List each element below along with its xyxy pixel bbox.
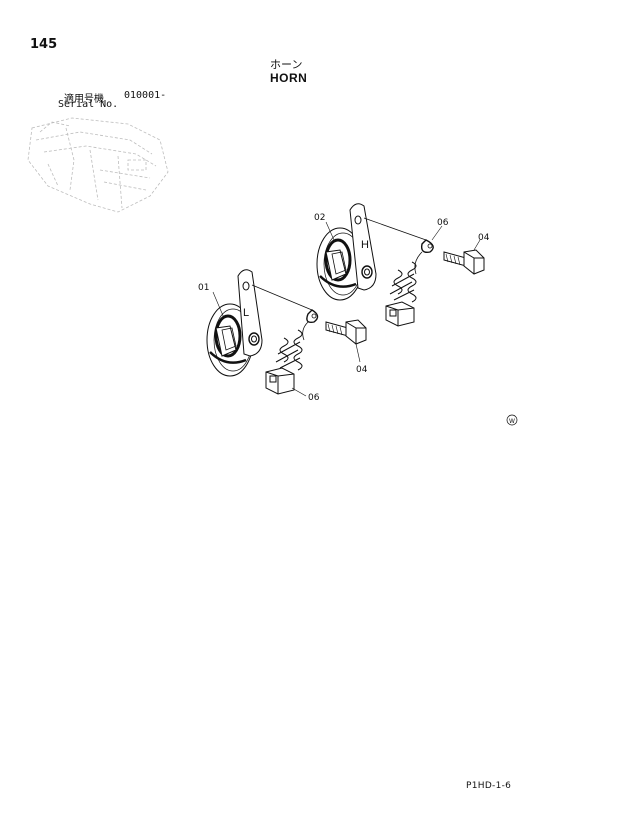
title-japanese: ホーン (270, 58, 303, 71)
wire-high (363, 217, 434, 275)
horn-low-mark: L (243, 307, 249, 319)
page-number: 145 (30, 37, 58, 52)
horn-high: H (316, 203, 377, 301)
callout-06-low: 06 (308, 393, 320, 403)
wire-low (251, 284, 319, 341)
callout-04-high: 04 (478, 233, 490, 243)
horn-high-mark: H (361, 239, 369, 251)
callout-06-high: 06 (437, 218, 449, 228)
callout-labels: 01 02 06 04 04 06 (198, 213, 490, 403)
title-english: HORN (270, 71, 308, 85)
document-code: P1HD-1-6 (466, 781, 512, 791)
bolt-04-high (443, 249, 485, 275)
spring-high (389, 261, 417, 303)
serial-label-english: Serial No. (58, 99, 119, 110)
leader-lines (212, 221, 481, 397)
callout-04-low: 04 (356, 365, 368, 375)
watermark-seal: W (506, 414, 518, 426)
svg-text:W: W (509, 418, 515, 425)
serial-label-japanese: 適用号機 (64, 94, 104, 105)
machine-location-thumbnail (27, 117, 169, 213)
spring-low (275, 329, 303, 371)
bolt-04-low (325, 319, 367, 345)
callout-01: 01 (198, 283, 209, 293)
callout-02: 02 (314, 213, 325, 223)
serial-value: 010001- (124, 90, 167, 101)
terminal-06-low (265, 367, 295, 395)
terminal-06-high (385, 301, 415, 327)
horn-low: L (206, 269, 263, 377)
